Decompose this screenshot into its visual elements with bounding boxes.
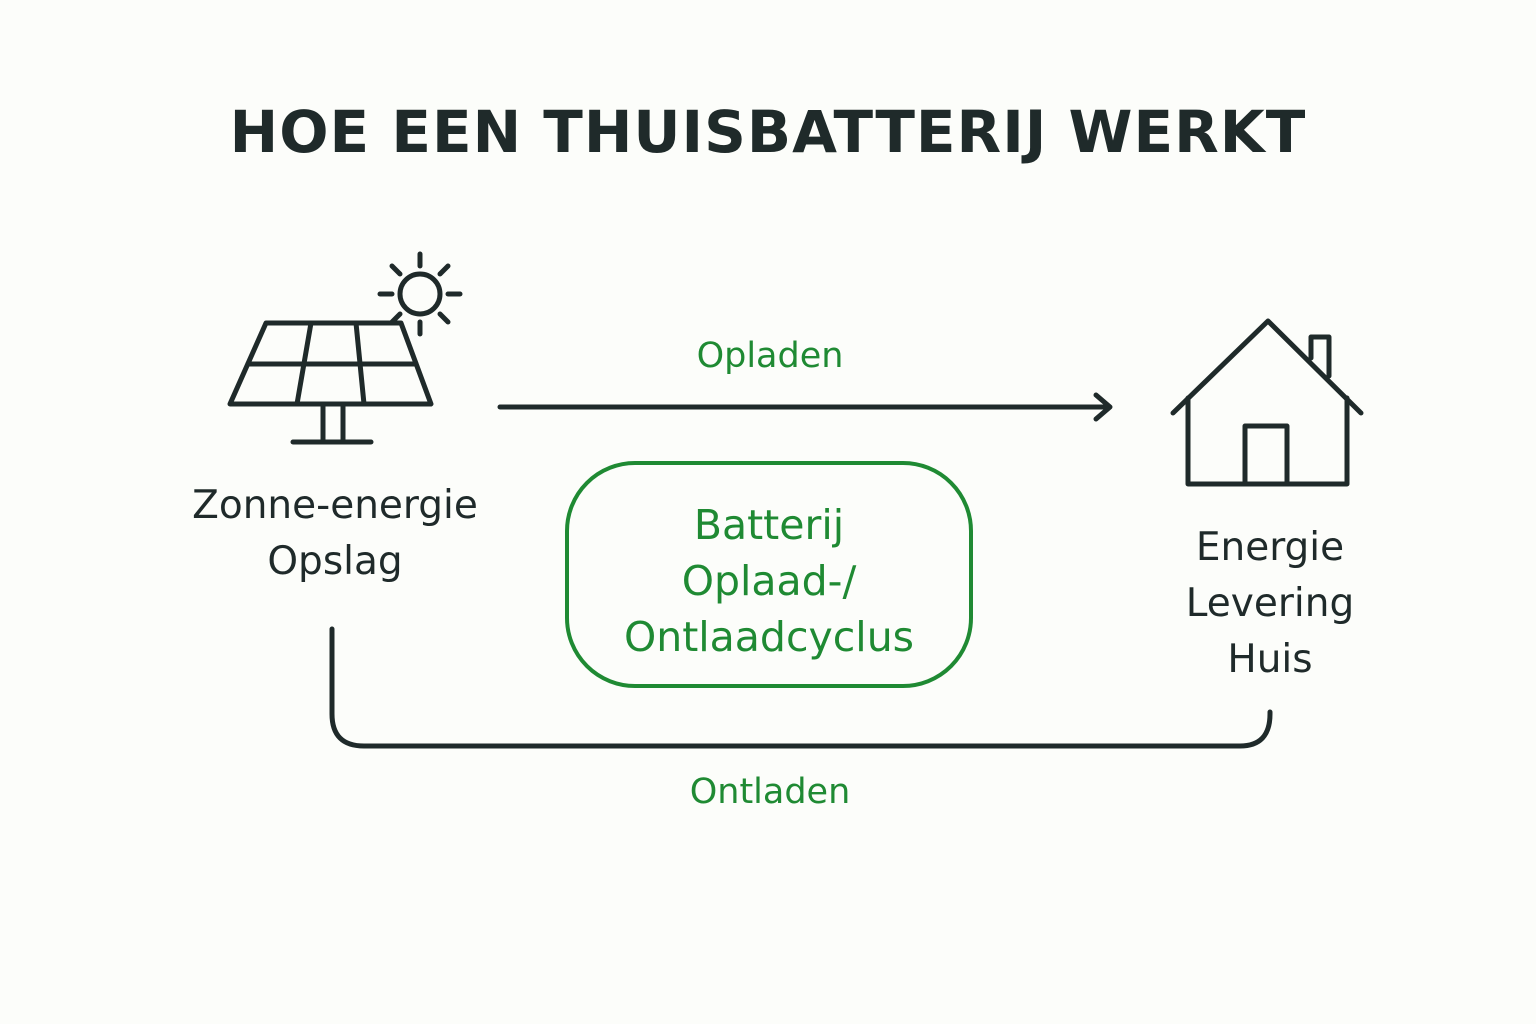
house-icon	[1170, 318, 1364, 487]
battery-label-line1: Batterij	[693, 501, 845, 549]
house-label-line2: Levering	[1185, 581, 1355, 626]
battery-cycle-label: Batterij Oplaad-/ Ontlaadcyclus	[565, 497, 973, 665]
diagram-title: HOE EEN THUISBATTERIJ WERKT	[229, 98, 1307, 166]
battery-label-line3: Ontlaadcyclus	[623, 613, 915, 661]
battery-label-line2: Oplaad-/	[681, 557, 857, 605]
discharge-line	[329, 626, 1273, 749]
house-label-line1: Energie	[1195, 525, 1345, 570]
house-node-label: Energie Levering Huis	[1120, 520, 1420, 688]
solar-panel-icon	[227, 320, 434, 445]
charge-arrow	[497, 392, 1113, 422]
sun-icon	[377, 251, 463, 337]
house-label-line3: Huis	[1227, 637, 1313, 682]
battery-cycle-box	[565, 461, 973, 688]
charge-flow-label: Opladen	[696, 336, 844, 376]
solar-label-line2: Opslag	[267, 539, 403, 584]
solar-label-line1: Zonne-energie	[192, 483, 478, 528]
discharge-flow-label: Ontladen	[689, 772, 851, 812]
solar-node-label: Zonne-energie Opslag	[160, 478, 510, 590]
